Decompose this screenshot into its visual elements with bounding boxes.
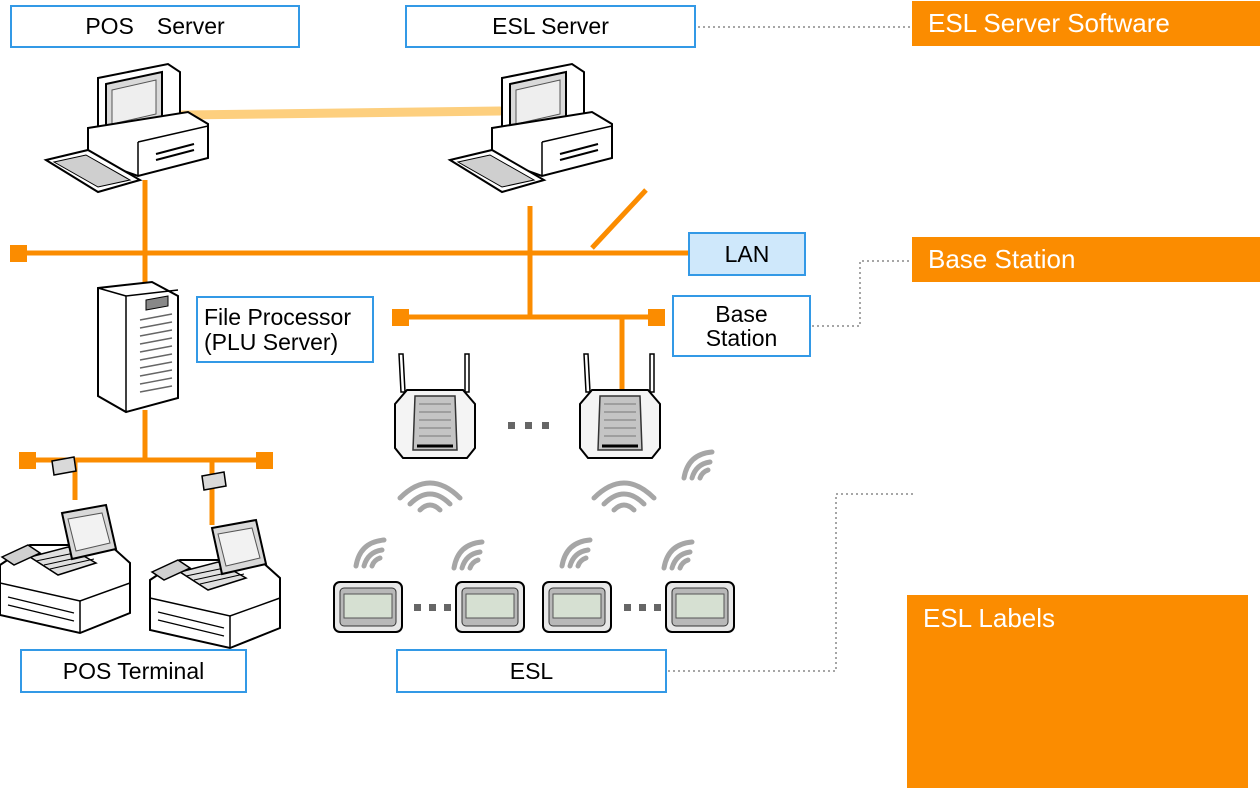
base-bus-end-right xyxy=(648,309,665,326)
base-station-label: Base Station xyxy=(672,295,811,357)
ellipsis-base-stations xyxy=(508,422,549,429)
esl-server-label: ESL Server xyxy=(405,5,696,48)
wifi-icon xyxy=(684,452,712,478)
esl-label-device-1 xyxy=(333,581,403,633)
base-station-device-1 xyxy=(393,352,477,460)
esl-label-device-4 xyxy=(665,581,735,633)
pos-terminal-device-1 xyxy=(0,456,131,634)
wifi-icon xyxy=(454,542,482,568)
esl-server-software-tag: ESL Server Software xyxy=(912,1,1260,46)
pos-terminal-device-2 xyxy=(149,471,281,649)
lan-end xyxy=(10,245,27,262)
esl-label-device-3 xyxy=(542,581,612,633)
base-bus-end-left xyxy=(392,309,409,326)
esl-label-device-2 xyxy=(455,581,525,633)
wifi-icon xyxy=(356,540,384,566)
wifi-icon xyxy=(664,542,692,568)
ellipsis-esl xyxy=(414,604,661,611)
signal-waves-icon xyxy=(400,483,460,510)
esl-labels-tag: ESL Labels xyxy=(907,595,1248,788)
pos-terminal-label: POS Terminal xyxy=(20,649,247,693)
server-link xyxy=(177,106,505,120)
terminal-bus-end-left xyxy=(19,452,36,469)
esl-label: ESL xyxy=(396,649,667,693)
wifi-icon xyxy=(562,540,590,566)
leader-base-station xyxy=(812,260,910,327)
base-station-tag: Base Station xyxy=(912,237,1260,282)
file-processor-label: File Processor (PLU Server) xyxy=(196,296,374,363)
pos-server-computer xyxy=(45,63,209,193)
leader-lines xyxy=(668,26,914,672)
lan-stub xyxy=(590,188,648,250)
pos-server-label: POS Server xyxy=(10,5,300,48)
signal-waves-icon xyxy=(594,483,654,510)
file-processor-server xyxy=(97,280,179,414)
esl-server-computer xyxy=(449,63,613,193)
network-lines xyxy=(18,180,690,525)
lan-label: LAN xyxy=(688,232,806,276)
terminal-bus-end-right xyxy=(256,452,273,469)
bus-terminators xyxy=(10,245,665,469)
leader-esl xyxy=(668,493,914,672)
